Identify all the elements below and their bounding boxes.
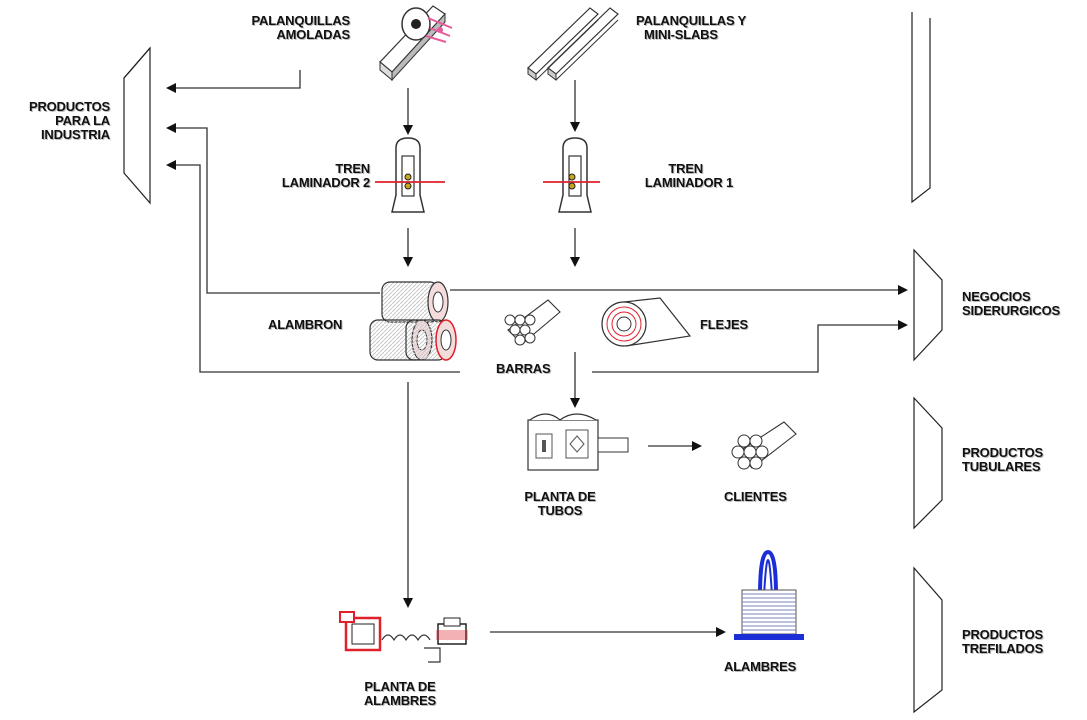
bracket-negocios-siderurgicos	[913, 248, 943, 362]
pipes-bundle-icon	[731, 421, 797, 470]
label-alambron: ALAMBRON	[268, 317, 343, 332]
label-barras: BARRAS	[496, 361, 551, 376]
bracket-productos-tubulares	[913, 396, 943, 530]
rolling-mill-2-icon	[375, 137, 445, 213]
wire-coil-icon	[734, 549, 804, 640]
wire-plant-icon	[339, 611, 468, 663]
label-alambres: ALAMBRES	[724, 659, 797, 674]
tube-plant-icon	[527, 413, 629, 471]
bracket-productos-industria	[123, 46, 151, 205]
billets-slabs-icon	[527, 7, 619, 81]
label-flejes: FLEJES	[700, 317, 748, 332]
bars-bundle-icon	[504, 299, 561, 346]
arrow-barras-to-negocios	[592, 320, 908, 373]
bracket-top-right	[911, 12, 931, 204]
rolling-mill-1-icon	[543, 137, 600, 213]
strip-coil-icon	[601, 297, 692, 347]
billet-grinding-icon	[379, 5, 453, 82]
flow-lines	[166, 70, 908, 637]
wire-rod-coils-icon	[369, 281, 457, 361]
bracket-productos-trefilados	[913, 566, 943, 714]
label-clientes: CLIENTES	[724, 489, 787, 504]
arrow-barras-to-industria	[166, 160, 460, 373]
arrow-alambron-to-industria	[166, 123, 380, 294]
arrow-amoladas-to-industria	[166, 70, 301, 93]
